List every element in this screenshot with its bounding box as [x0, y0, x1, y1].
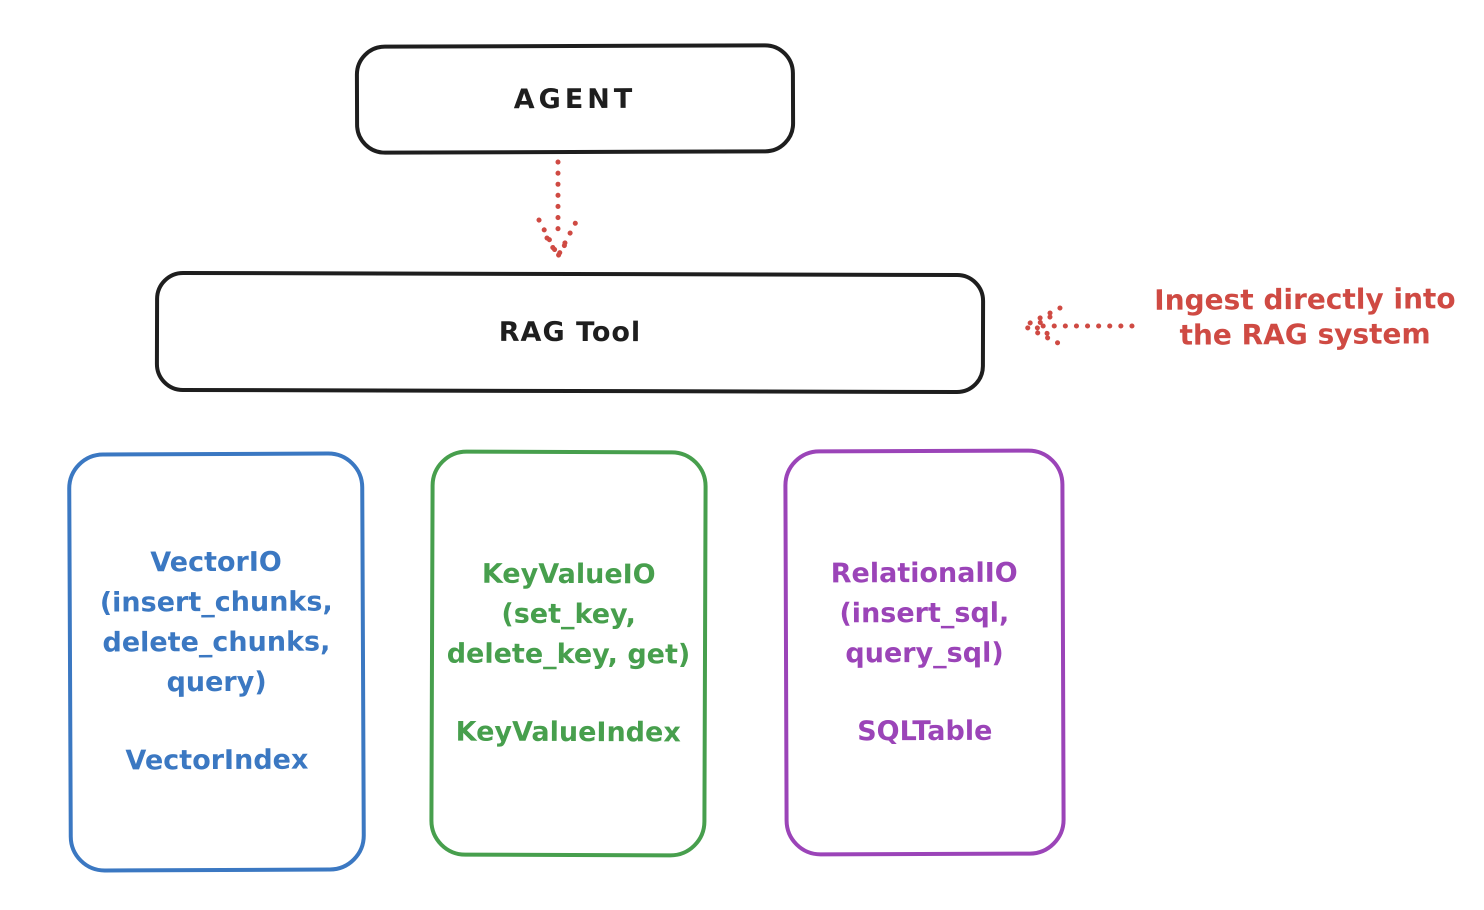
vector-index-label: VectorIndex [125, 744, 309, 777]
rag-tool-label: RAG Tool [498, 316, 642, 349]
vector-io-node: VectorIO (insert_chunks, delete_chunks, … [67, 451, 366, 873]
relational-io-method-line1: (insert_sql, [839, 597, 1010, 629]
vector-io-title: VectorIO [150, 546, 282, 579]
vector-io-method-line2: delete_chunks, [102, 626, 331, 659]
agent-node: AGENT [354, 43, 796, 155]
ingest-annotation: Ingest directly into the RAG system [1135, 281, 1475, 353]
key-value-io-method-line1: (set_key, [501, 598, 636, 630]
key-value-io-title: KeyValueIO [481, 558, 656, 590]
relational-io-node: RelationalIO (insert_sql, query_sql) SQL… [783, 448, 1066, 857]
key-value-index-label: KeyValueIndex [455, 716, 681, 748]
agent-to-ragtool-arrow-icon [536, 159, 580, 262]
vector-io-method-line1: (insert_chunks, [99, 586, 333, 619]
key-value-io-method-line2: delete_key, get) [446, 638, 691, 670]
ingest-annotation-line1: Ingest directly into [1154, 282, 1456, 317]
ingest-arrow-icon [1018, 305, 1135, 347]
rag-tool-node: RAG Tool [154, 270, 986, 395]
vector-io-method-line3: query) [166, 666, 267, 699]
agent-label: AGENT [513, 83, 637, 115]
ingest-annotation-line2: the RAG system [1179, 317, 1431, 352]
relational-io-method-line2: query_sql) [845, 637, 1004, 669]
sql-table-label: SQLTable [857, 715, 993, 747]
relational-io-title: RelationalIO [830, 557, 1018, 589]
key-value-io-node: KeyValueIO (set_key, delete_key, get) Ke… [429, 449, 708, 858]
